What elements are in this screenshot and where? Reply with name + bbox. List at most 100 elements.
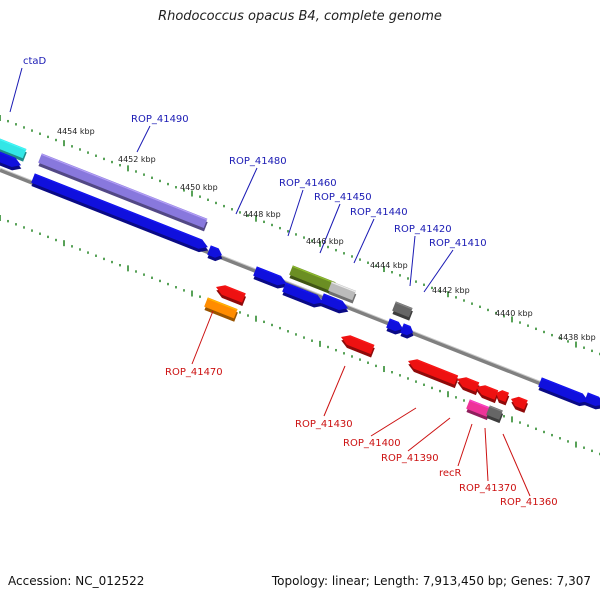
- gene-rop-41460-body: [253, 266, 287, 286]
- topology-text: Topology: linear; Length: 7,913,450 bp; …: [271, 574, 591, 588]
- kbp-tick-label: 4454 kbp: [57, 127, 95, 136]
- gene-rop-41440-b-body: [320, 293, 349, 310]
- gene-rop-41400: [408, 359, 459, 389]
- genes: [0, 131, 600, 424]
- gene-rop-41440-gray-body: [328, 281, 357, 301]
- gene-label-rop-41390[interactable]: ROP_41390: [381, 453, 439, 464]
- gene-rop-41460: [253, 266, 287, 289]
- gene-rop-41450-body: [289, 265, 336, 292]
- leader-lines: [9, 67, 531, 497]
- gene-label-rop-41430[interactable]: ROP_41430: [295, 419, 353, 430]
- kbp-tick-label: 4442 kbp: [432, 286, 470, 295]
- gene-rop-41390: [457, 377, 480, 396]
- leader-rop-41450: [319, 203, 341, 254]
- gene-dark-gray-b-highlight: [489, 405, 503, 412]
- leader-ctaD: [9, 67, 23, 113]
- gene-rop-41440-body: [282, 282, 324, 305]
- gene-label-rop-41420[interactable]: ROP_41420: [394, 224, 452, 235]
- accession-text: Accession: NC_012522: [8, 574, 145, 588]
- gene-rop-41450: [289, 265, 336, 295]
- gene-rop-41360-body: [511, 396, 528, 410]
- leader-rop-41390: [407, 417, 451, 452]
- kbp-tick-label: 4440 kbp: [495, 309, 533, 318]
- gene-magenta-body: [466, 399, 491, 417]
- gene-rop-41490-body: [38, 153, 208, 229]
- kbp-tick-label: 4438 kbp: [558, 333, 596, 342]
- gene-blue-left-edge: [0, 150, 22, 171]
- gene-label-rop-41450[interactable]: ROP_41450: [314, 192, 372, 203]
- gene-label-rop-41360[interactable]: ROP_41360: [500, 497, 558, 508]
- gene-ctaD: [0, 131, 27, 162]
- leader-rop-41480: [235, 167, 258, 215]
- map-title: Rhodococcus opacus B4, complete genome: [158, 9, 442, 24]
- leader-recR: [457, 423, 473, 467]
- kbp-tick-label: 4446 kbp: [306, 237, 344, 246]
- gene-rop-41440-highlight: [285, 282, 318, 297]
- gene-recR-highlight: [484, 385, 499, 392]
- gene-rop-41410-highlight: [403, 323, 411, 328]
- gene-label-rop-41370[interactable]: ROP_41370: [459, 483, 517, 494]
- gene-reverse-a: [216, 285, 247, 307]
- gene-rop-41420-b-highlight: [389, 318, 399, 324]
- gene-label-rop-41460[interactable]: ROP_41460: [279, 178, 337, 189]
- gene-rop-41460-small-highlight: [210, 245, 219, 250]
- gene-ctaD-highlight: [0, 131, 27, 151]
- gene-blue-right-edge-highlight: [587, 392, 599, 399]
- gene-rop-41420-b: [386, 318, 404, 335]
- gene-dark-gray-b: [486, 405, 504, 424]
- kbp-tick-label: 4444 kbp: [370, 261, 408, 270]
- gene-rop-41440: [282, 282, 324, 308]
- gene-label-recR[interactable]: recR: [439, 468, 462, 479]
- gene-rop-41370: [496, 390, 510, 406]
- gene-label-rop-41490[interactable]: ROP_41490: [131, 114, 189, 125]
- gene-rop-41460-small: [207, 245, 223, 262]
- gene-rop-41430-body: [341, 335, 375, 355]
- gene-rop-41360-highlight: [518, 397, 528, 402]
- leader-rop-41410: [423, 249, 454, 293]
- gene-rop-41360: [511, 396, 529, 413]
- gene-rop-41400-highlight: [416, 359, 459, 377]
- gene-blue-right-highlight: [541, 377, 583, 396]
- gene-rop-41370-highlight: [501, 390, 509, 395]
- gene-rop-41460-highlight: [256, 266, 281, 278]
- gene-rop-41430: [341, 335, 375, 358]
- gene-rop-41480-highlight: [34, 173, 203, 241]
- gene-ctaD-body: [0, 131, 27, 159]
- gene-rop-41440-gray-highlight: [331, 281, 356, 293]
- gene-rop-41490-highlight: [41, 153, 208, 221]
- gene-label-rop-41470[interactable]: ROP_41470: [165, 367, 223, 378]
- leader-rop-41460: [287, 189, 304, 237]
- gene-label-rop-41440[interactable]: ROP_41440: [350, 207, 408, 218]
- dotted-scale-upper: [0, 115, 600, 356]
- leader-rop-41470: [191, 310, 214, 365]
- gene-rop-41480-body: [31, 173, 208, 249]
- leader-rop-41360: [502, 433, 531, 497]
- gene-blue-left-edge-highlight: [0, 150, 16, 160]
- gene-rop-41400-body: [408, 359, 459, 385]
- gene-rop-41390-highlight: [465, 377, 480, 384]
- leader-rop-41370: [484, 427, 489, 482]
- gene-label-rop-41410[interactable]: ROP_41410: [429, 238, 487, 249]
- gene-label-rop-41400[interactable]: ROP_41400: [343, 438, 401, 449]
- leader-rop-41490: [136, 125, 151, 153]
- gene-magenta-highlight: [469, 399, 491, 409]
- gene-rop-41480: [31, 173, 209, 253]
- leader-rop-41400: [370, 407, 417, 437]
- gene-rop-41460-small-body: [207, 245, 223, 258]
- gene-label-rop-41480[interactable]: ROP_41480: [229, 156, 287, 167]
- gene-rop-41410: [400, 323, 414, 339]
- gene-rop-41420-highlight: [395, 301, 413, 310]
- gene-reverse-a-body: [216, 285, 246, 303]
- leader-rop-41430: [323, 365, 346, 417]
- gene-rop-41450-highlight: [292, 265, 336, 284]
- gene-rop-41420: [392, 301, 413, 321]
- gene-rop-41440-b-highlight: [323, 293, 343, 303]
- gene-blue-right-body: [538, 377, 589, 403]
- gene-rop-41430-highlight: [349, 335, 375, 347]
- gene-recR: [476, 385, 499, 404]
- gene-rop-41470-body: [204, 297, 238, 319]
- gene-label-ctaD[interactable]: ctaD: [23, 56, 47, 67]
- gene-blue-right: [538, 377, 589, 407]
- gene-blue-right-edge: [584, 392, 600, 410]
